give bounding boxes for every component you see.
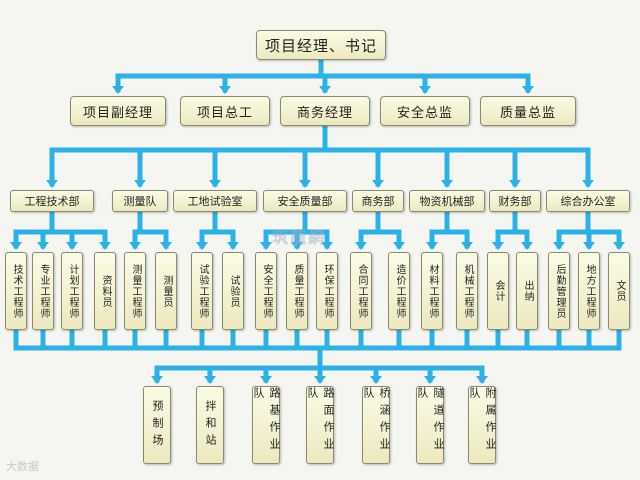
dept-survey: 测量队 <box>112 190 168 212</box>
connector-arrow <box>99 242 111 250</box>
connector-arrow <box>151 376 163 384</box>
connector-arrow <box>372 180 384 188</box>
credit-text: 大数据 <box>6 460 39 473</box>
connector-arrow <box>260 242 272 250</box>
dept-lab: 工地试验室 <box>173 190 257 212</box>
box-project-manager: 项目经理、书记 <box>256 30 386 60</box>
connector-arrow <box>10 242 22 250</box>
connector-arrow <box>134 180 146 188</box>
role-cashier: 出纳 <box>516 252 538 330</box>
connector-arrow <box>321 242 333 250</box>
connector-arrow <box>613 242 625 250</box>
role-safety-engineer: 安全工程师 <box>255 252 277 330</box>
role-logistics-admin: 后勤管理员 <box>548 252 570 330</box>
connector-arrow <box>426 242 438 250</box>
connector-arrow <box>112 86 124 94</box>
role-tester: 试验员 <box>222 252 244 330</box>
role-environmental-engineer: 环保工程师 <box>316 252 338 330</box>
unit-bridge-culvert-team: 桥涵作业队 <box>362 386 391 464</box>
unit-mixing-station: 拌和站 <box>196 386 224 464</box>
unit-ancillary-team: 附属作业队 <box>468 386 497 464</box>
connector-arrow <box>355 242 367 250</box>
box-quality-director: 质量总监 <box>480 96 576 126</box>
role-surveyor: 测量员 <box>155 252 177 330</box>
connector-arrow <box>66 242 78 250</box>
dept-safety-quality: 安全质量部 <box>263 190 347 212</box>
role-test-engineer: 试验工程师 <box>191 252 213 330</box>
connector-arrow <box>314 376 326 384</box>
dept-general-office: 综合办公室 <box>546 190 630 212</box>
unit-subgrade-team: 路基作业队 <box>252 386 281 464</box>
connector-arrow <box>522 86 534 94</box>
connector-arrow <box>393 242 405 250</box>
unit-tunnel-team: 隧道作业队 <box>416 386 445 464</box>
role-records-clerk: 资料员 <box>94 252 116 330</box>
role-specialty-engineer: 专业工程师 <box>32 252 54 330</box>
connector-arrow <box>46 180 58 188</box>
connector-arrow <box>441 180 453 188</box>
connector-arrow <box>476 376 488 384</box>
role-materials-engineer: 材料工程师 <box>421 252 443 330</box>
connector-arrow <box>37 242 49 250</box>
connector-arrow <box>424 376 436 384</box>
connector-arrow <box>260 376 272 384</box>
connector-arrow <box>319 86 331 94</box>
box-chief-engineer: 项目总工 <box>180 96 270 126</box>
connector-arrow <box>583 242 595 250</box>
box-deputy-manager: 项目副经理 <box>70 96 166 126</box>
dept-materials: 物资机械部 <box>409 190 485 212</box>
connector-arrow <box>419 86 431 94</box>
dept-commercial: 商务部 <box>352 190 404 212</box>
unit-pavement-team: 路面作业队 <box>306 386 335 464</box>
watermark: 筑龍網 <box>272 228 327 247</box>
connector-arrow <box>461 242 473 250</box>
connector-arrow <box>204 376 216 384</box>
role-machinery-engineer: 机械工程师 <box>456 252 478 330</box>
connector-arrow <box>299 180 311 188</box>
role-local-engineer: 地方工程师 <box>578 252 600 330</box>
connector-arrow <box>129 242 141 250</box>
role-cost-engineer: 造价工程师 <box>388 252 410 330</box>
connector-arrow <box>509 180 521 188</box>
role-technical-engineer: 技术工程师 <box>5 252 27 330</box>
connector-arrow <box>196 242 208 250</box>
connector-arrow <box>370 376 382 384</box>
role-accountant: 会计 <box>487 252 509 330</box>
role-quality-engineer: 质量工程师 <box>286 252 308 330</box>
role-contract-engineer: 合同工程师 <box>350 252 372 330</box>
connector-arrow <box>291 242 303 250</box>
connector-arrow <box>521 242 533 250</box>
connector-arrow <box>582 180 594 188</box>
connector-arrow <box>219 86 231 94</box>
connector-arrow <box>492 242 504 250</box>
connector-arrow <box>160 242 172 250</box>
dept-finance: 财务部 <box>489 190 541 212</box>
box-commercial-manager: 商务经理 <box>280 96 370 126</box>
role-survey-engineer: 测量工程师 <box>124 252 146 330</box>
role-clerk: 文员 <box>608 252 630 330</box>
connector-arrow <box>553 242 565 250</box>
role-planning-engineer: 计划工程师 <box>61 252 83 330</box>
connector-arrow <box>209 180 221 188</box>
box-safety-director: 安全总监 <box>380 96 470 126</box>
connector-arrow <box>227 242 239 250</box>
dept-engineering: 工程技术部 <box>10 190 94 212</box>
unit-precast-yard: 预制场 <box>143 386 171 464</box>
